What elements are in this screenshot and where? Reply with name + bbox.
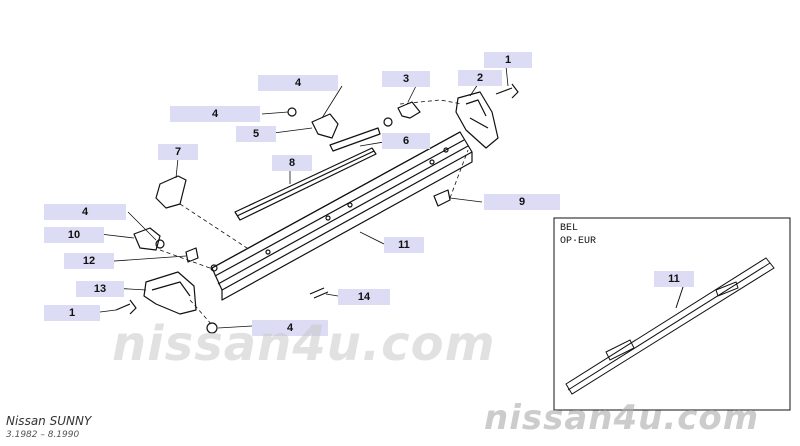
bumper-reinforcement [211,131,473,301]
bracket-7 [155,175,187,209]
watermark-bottom: nissan4u.com [484,398,760,438]
clip-9 [433,189,451,207]
clip-12 [185,247,199,263]
callout-8[interactable]: 8 [272,155,312,171]
inset-region-line2: OP·EUR [560,236,597,247]
callout-9[interactable]: 9 [484,194,560,210]
nut-4-small [210,264,218,272]
callout-13[interactable]: 13 [76,281,124,297]
bracket-3 [397,101,421,119]
inset-region-line1: BEL [560,223,579,234]
trim-strip [329,127,381,152]
callout-4-bottom[interactable]: 4 [252,320,328,336]
bracket-5 [311,113,339,139]
inset-box [553,217,791,411]
callout-4-top[interactable]: 4 [258,75,338,91]
callout-4-left[interactable]: 4 [170,106,260,122]
callout-11[interactable]: 11 [384,237,424,253]
bracket-10 [133,227,161,251]
callout-2[interactable]: 2 [458,70,502,86]
callout-7[interactable]: 7 [158,144,198,160]
left-end-cap [143,271,197,315]
nut-4-bottom [206,322,218,334]
nut-4-mid [155,239,165,249]
callout-14[interactable]: 14 [338,289,390,305]
callout-1-top[interactable]: 1 [484,52,532,68]
callout-12[interactable]: 12 [64,253,114,269]
nut-4-top [287,107,297,117]
nut-4-top-right [383,117,393,127]
bolt-14 [309,287,329,299]
watermark-center: nissan4u.com [112,316,496,372]
bumper-strip [234,147,377,221]
callout-11-inset[interactable]: 11 [654,271,694,287]
callout-1-bottom[interactable]: 1 [44,305,100,321]
callout-4-mid[interactable]: 4 [44,204,126,220]
callout-10[interactable]: 10 [44,227,104,243]
bolt-1-top [495,83,519,99]
callout-3[interactable]: 3 [382,71,430,87]
bolt-1-bottom [115,299,137,315]
callout-5[interactable]: 5 [236,126,276,142]
production-range: 3.1982 – 8.1990 [6,430,80,440]
callout-6[interactable]: 6 [382,133,430,149]
right-side-bracket [455,91,499,149]
model-name: Nissan SUNNY [6,414,92,428]
